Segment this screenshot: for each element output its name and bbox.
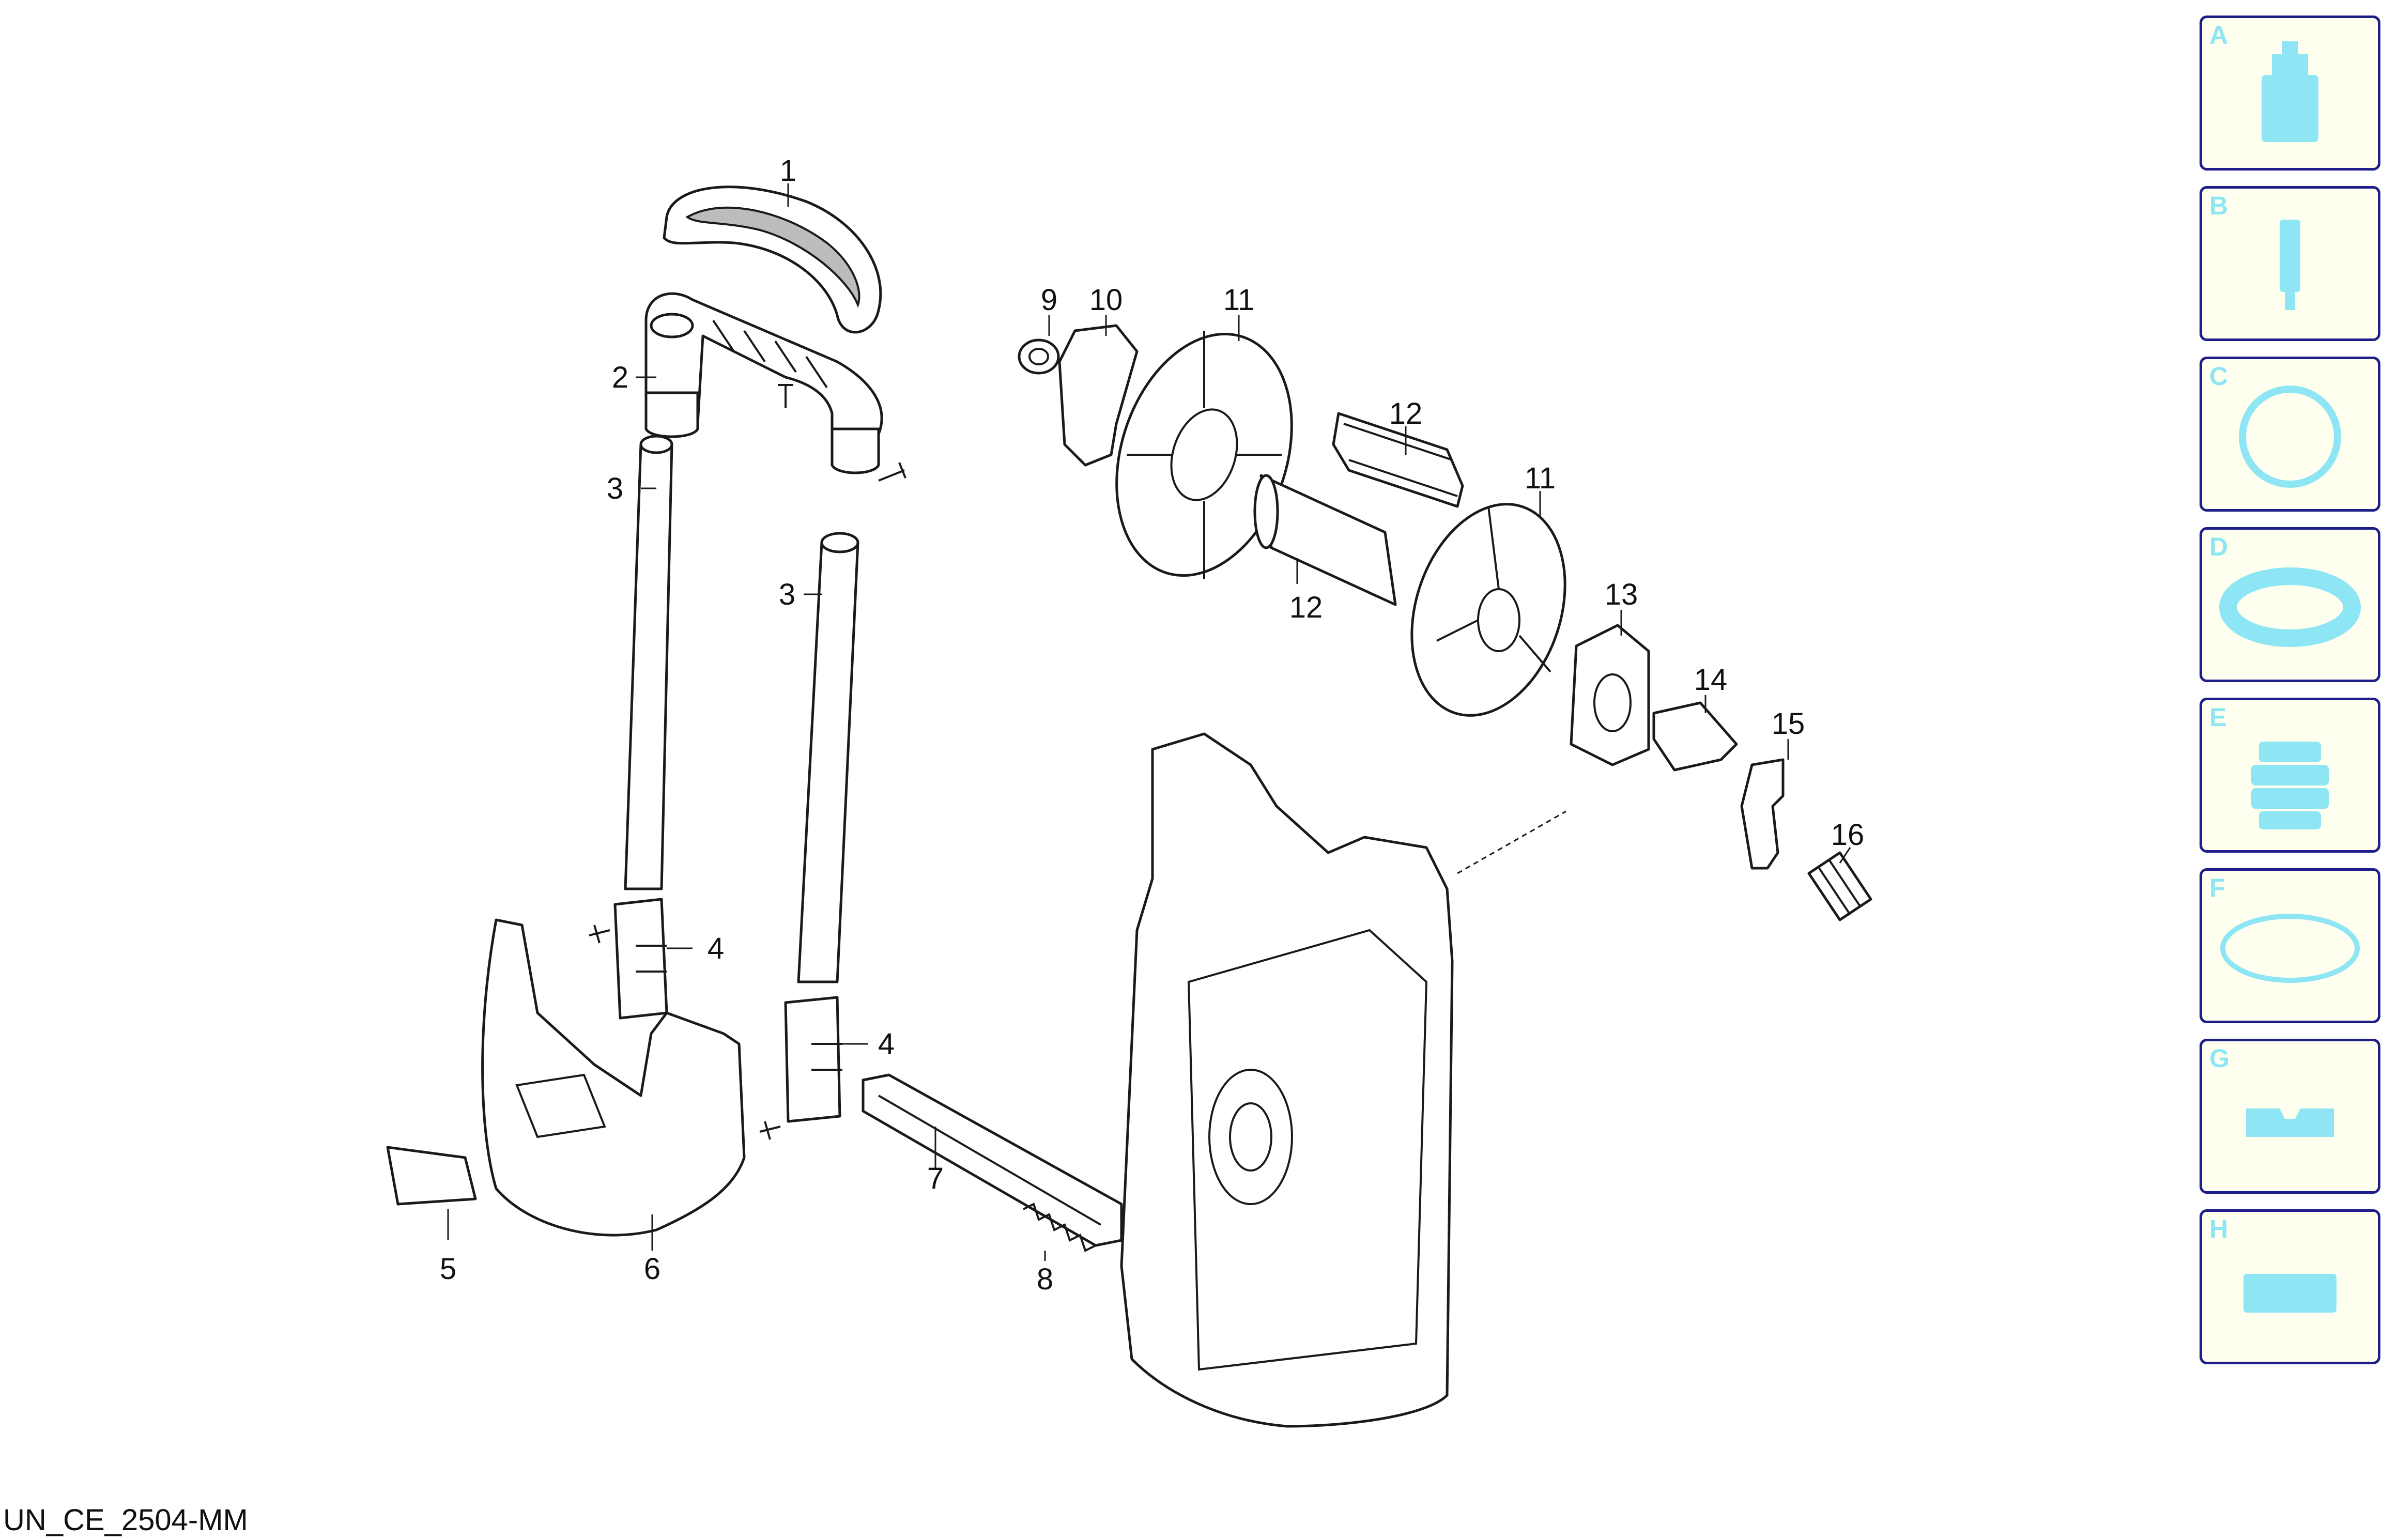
callout-7: 7 [927,1162,944,1195]
part-reel-drum [1332,412,1464,508]
callout-11: 11 [1223,283,1254,317]
part-tube-right [797,532,859,983]
drawing-code: UN_CE_2504-MM [3,1503,248,1537]
part-handle-frame [644,292,883,474]
part-clip [386,1146,477,1206]
part-shaft [1652,701,1738,772]
part-reel-bracket [1058,324,1139,467]
filter-icon [2243,1274,2336,1313]
thumbnail-g[interactable]: G [2200,1039,2380,1194]
callout-15: 15 [1772,707,1805,741]
part-tube-clamp [613,898,668,1020]
callout-13: 13 [1605,578,1638,611]
callout-4: 4 [708,932,724,965]
thumbnail-e[interactable]: E [2200,698,2380,853]
ring-icon [2239,386,2341,488]
thumbnail-letter: E [2209,703,2227,732]
callout-12: 12 [1289,591,1323,624]
part-nut [1018,338,1060,375]
callout-8: 8 [1037,1262,1053,1296]
thumbnail-f[interactable]: F [2200,868,2380,1023]
thumbnail-letter: D [2209,532,2228,561]
callout-3: 3 [779,578,795,611]
part-crank-arm [1740,758,1785,870]
pin-icon [2280,220,2300,310]
part-hose-reel-disc [1115,331,1293,579]
part-reel-drum [1253,474,1397,606]
thumbnail-h[interactable]: H [2200,1209,2380,1364]
coupling-icon [2251,742,2329,829]
thumbnail-d[interactable]: D [2200,527,2380,682]
part-spring [1023,1203,1096,1252]
part-main-housing [1120,732,1454,1428]
part-tube-left [624,435,673,890]
callout-1: 1 [780,154,796,188]
callout-4: 4 [878,1027,895,1061]
thumbnail-letter: B [2209,191,2228,220]
nozzle-adapter-icon [2262,41,2318,142]
callout-12: 12 [1389,397,1423,430]
part-hose-reel-disc [1410,503,1566,717]
part-slider-rod [862,1073,1123,1247]
callout-2: 2 [612,361,628,394]
seal-icon [2219,567,2361,647]
callout-5: 5 [440,1252,456,1286]
part-lower-cover [481,918,746,1237]
part-handle-grip [663,186,882,334]
thumbnail-letter: F [2209,873,2225,902]
thumbnail-letter: A [2209,21,2228,50]
callout-6: 6 [644,1252,660,1286]
part-tube-clamp [784,996,842,1123]
screw [778,384,906,482]
thumbnail-letter: H [2209,1214,2228,1243]
callout-14: 14 [1694,663,1728,697]
callout-11: 11 [1525,461,1556,495]
thumbnail-b[interactable]: B [2200,186,2380,341]
screw [589,925,781,1140]
callout-16: 16 [1831,818,1865,852]
part-hub-housing [1570,624,1650,766]
thumbnail-letter: C [2209,362,2228,391]
parts-thumbnail-sidebar: A B C D E F [2200,16,2384,1380]
callout-9: 9 [1041,283,1057,317]
thumbnail-letter: G [2209,1044,2230,1073]
thumbnail-c[interactable]: C [2200,357,2380,512]
assembly-dashed-line [1457,810,1566,874]
gasket-icon [2246,1108,2334,1137]
part-crank-knob [1807,851,1872,921]
callout-10: 10 [1089,283,1123,317]
o-ring-icon [2220,914,2360,983]
thumbnail-a[interactable]: A [2200,16,2380,171]
callout-3: 3 [607,472,623,505]
callout-leaders [447,183,1851,1261]
